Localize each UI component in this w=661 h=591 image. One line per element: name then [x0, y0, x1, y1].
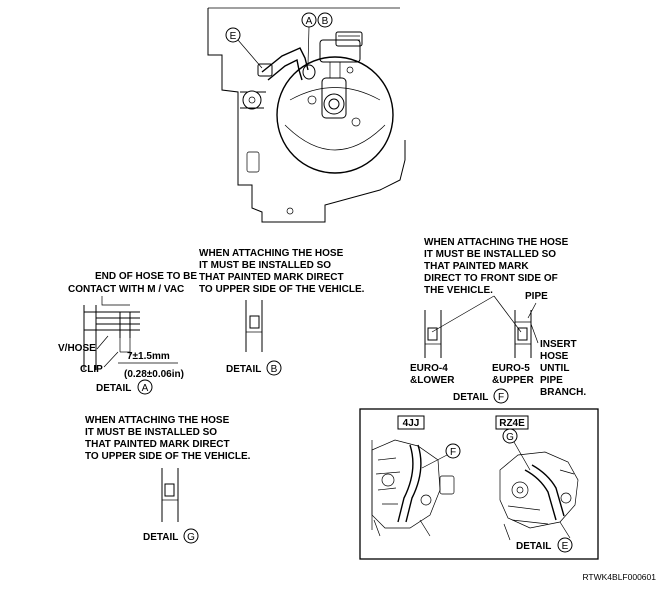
booster-drum — [276, 56, 394, 174]
body-panel-outline — [207, 8, 406, 223]
detail-a-callout-label: A — [142, 383, 149, 394]
detail-a: END OF HOSE TO BE CONTACT WITH M / VAC V… — [58, 271, 197, 395]
detail-b-callout-label: B — [271, 364, 278, 375]
callout-b-top-label: B — [322, 16, 329, 27]
detail-a-note-line-2: CONTACT WITH M / VAC — [68, 284, 184, 295]
callout-b-top — [317, 12, 333, 28]
detail-e-callout-g-label: G — [506, 432, 514, 443]
detail-f-note-line-2: IT MUST BE INSTALLED SO — [424, 249, 556, 260]
vacuum-hose — [261, 47, 309, 73]
engine-rz4e-illustration — [499, 451, 579, 541]
detail-b-note-line-4: TO UPPER SIDE OF THE VEHICLE. — [199, 284, 365, 295]
detail-a-hose — [83, 305, 97, 370]
detail-a-dim-mm: 7±1.5mm — [127, 351, 170, 362]
detail-e-rz4e-label: RZ4E — [499, 418, 525, 429]
detail-e-4jj-box — [397, 415, 425, 430]
detail-b-painted-mark — [249, 315, 260, 329]
detail-g-callout — [183, 528, 199, 544]
detail-f-euro4-line-2: &LOWER — [410, 375, 455, 386]
detail-f-insert-line-4: PIPE — [540, 375, 563, 386]
detail-f-insert-line-1: INSERT — [540, 339, 577, 350]
detail-f-hose-euro5 — [514, 310, 532, 358]
panel-bolt — [286, 207, 294, 215]
detail-f-insert-line-2: HOSE — [540, 351, 569, 362]
detail-b-note-line-1: WHEN ATTACHING THE HOSE — [199, 248, 344, 259]
detail-a-caption: DETAIL — [96, 383, 131, 394]
check-valve-bracket — [240, 63, 273, 110]
detail-g-note-line-1: WHEN ATTACHING THE HOSE — [85, 415, 230, 426]
detail-a-clip-label: CLIP — [80, 364, 103, 375]
callout-e-top-label: E — [230, 31, 237, 42]
detail-e-callout — [557, 537, 573, 553]
detail-e-callout-g — [502, 428, 518, 444]
detail-f-euro5-line-2: &UPPER — [492, 375, 534, 386]
detail-f-note-line-5: THE VEHICLE. — [424, 285, 493, 296]
detail-g-note-line-2: IT MUST BE INSTALLED SO — [85, 427, 217, 438]
detail-e-4jj-label: 4JJ — [403, 418, 420, 429]
detail-b-caption: DETAIL — [226, 364, 261, 375]
engine-4jj-illustration — [371, 439, 455, 537]
detail-f-note-line-3: THAT PAINTED MARK — [424, 261, 529, 272]
detail-e-caption: DETAIL — [516, 541, 551, 552]
detail-a-note-line-1: END OF HOSE TO BE — [95, 271, 197, 282]
brake-booster-assembly: E A B — [207, 7, 406, 223]
detail-f-euro4-line-1: EURO-4 — [410, 363, 448, 374]
detail-f-note-line-4: DIRECT TO FRONT SIDE OF — [424, 273, 558, 284]
detail-g: WHEN ATTACHING THE HOSE IT MUST BE INSTA… — [85, 415, 251, 544]
detail-e-callout-label: E — [562, 541, 569, 552]
detail-e-callout-f — [445, 443, 461, 459]
detail-f-pipe-label: PIPE — [525, 291, 548, 302]
detail-f-callout — [493, 388, 509, 404]
detail-a-callout — [137, 379, 153, 395]
detail-g-note-line-4: TO UPPER SIDE OF THE VEHICLE. — [85, 451, 251, 462]
detail-f-hose-euro4 — [424, 310, 442, 358]
detail-b-callout — [266, 360, 282, 376]
detail-b: WHEN ATTACHING THE HOSE IT MUST BE INSTA… — [199, 248, 365, 376]
detail-g-callout-label: G — [187, 532, 195, 543]
master-cylinder — [307, 31, 363, 127]
detail-f-note-line-1: WHEN ATTACHING THE HOSE — [424, 237, 569, 248]
reference-code: RTWK4BLF000601 — [582, 572, 656, 582]
callout-e-top — [225, 27, 241, 43]
detail-e: 4JJ RZ4E F G — [359, 408, 599, 560]
detail-b-hose — [245, 300, 263, 352]
detail-f-caption: DETAIL — [453, 392, 488, 403]
detail-b-note-line-3: THAT PAINTED MARK DIRECT — [199, 272, 344, 283]
detail-a-vhose-label: V/HOSE — [58, 343, 96, 354]
detail-b-note-line-2: IT MUST BE INSTALLED SO — [199, 260, 331, 271]
detail-a-dim-in: (0.28±0.06in) — [124, 369, 184, 380]
detail-f-insert-line-3: UNTIL — [540, 363, 569, 374]
detail-g-note-line-3: THAT PAINTED MARK DIRECT — [85, 439, 230, 450]
detail-f-insert-line-5: BRANCH. — [540, 387, 586, 398]
detail-f-callout-label: F — [498, 392, 504, 403]
detail-f: WHEN ATTACHING THE HOSE IT MUST BE INSTA… — [410, 237, 586, 404]
detail-e-callout-f-label: F — [450, 447, 456, 458]
detail-g-painted-mark — [164, 483, 175, 497]
detail-g-hose — [161, 468, 179, 522]
panel-slot — [246, 151, 260, 173]
callout-a-top-label: A — [306, 16, 313, 27]
detail-g-caption: DETAIL — [143, 532, 178, 543]
detail-f-euro5-line-1: EURO-5 — [492, 363, 530, 374]
detail-e-frame — [359, 408, 599, 560]
